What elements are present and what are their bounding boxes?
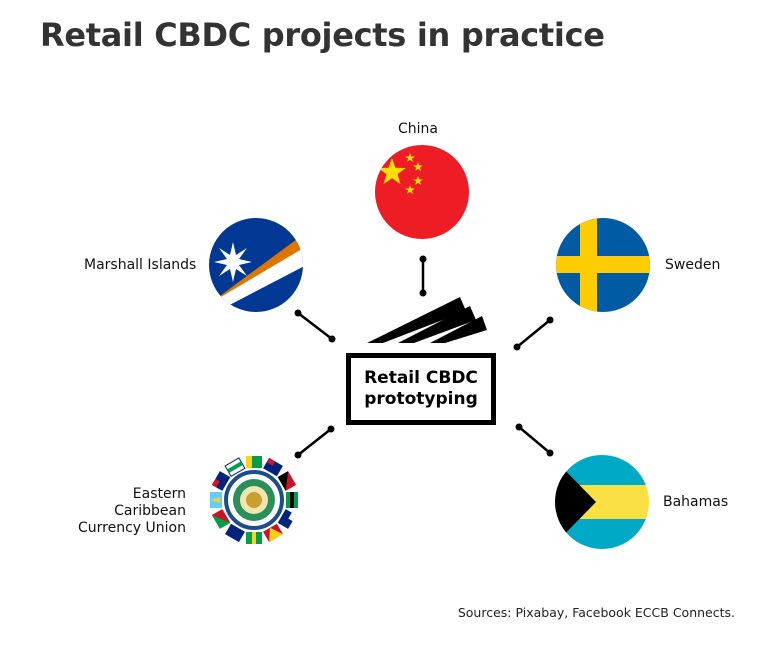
label-china: China: [398, 121, 438, 137]
source-note: Sources: Pixabay, Facebook ECCB Connects…: [457, 605, 735, 620]
connector-eccu: [294, 425, 335, 459]
center-line1: Retail CBDC: [364, 368, 478, 388]
label-marshall-islands: Marshall Islands: [84, 257, 197, 273]
china-flag-icon: [375, 145, 469, 239]
label-eccu-line2: Currency Union: [78, 520, 186, 536]
sweden-flag-icon: [556, 218, 650, 312]
center-line2: prototyping: [364, 389, 478, 409]
banknotes-icon: [367, 297, 487, 343]
connector-marshall-islands: [294, 309, 336, 343]
page-title: Retail CBDC projects in practice: [40, 16, 605, 54]
connector-sweden: [513, 316, 554, 351]
connector-china: [419, 255, 427, 297]
connector-bahamas: [515, 423, 554, 457]
label-eccu: Eastern Caribbean Currency Union: [64, 486, 186, 537]
bahamas-flag-icon: [555, 455, 649, 549]
label-bahamas: Bahamas: [663, 494, 729, 510]
eccb-seal-icon: [210, 456, 298, 544]
marshall-islands-flag-icon: [209, 218, 303, 312]
label-sweden: Sweden: [665, 257, 721, 273]
center-box: Retail CBDC prototyping: [346, 353, 496, 425]
label-eccu-line1: Eastern Caribbean: [114, 486, 186, 519]
